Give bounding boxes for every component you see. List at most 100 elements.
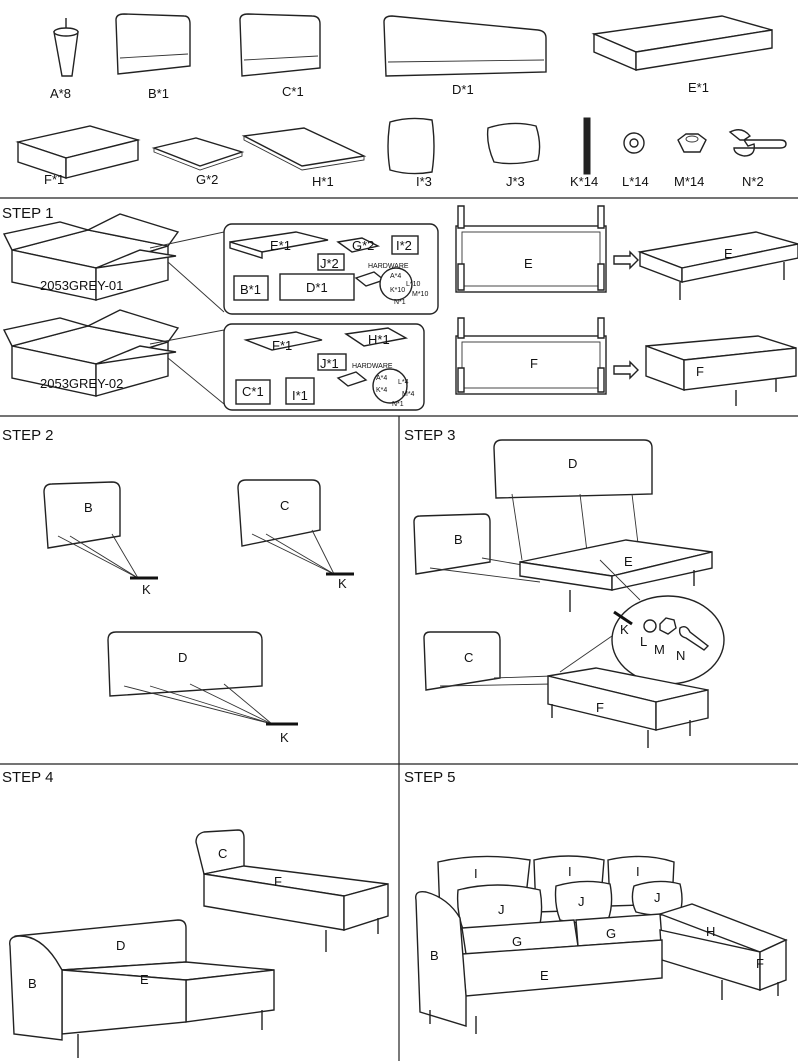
callout-m: M [654,642,665,657]
part-l-washer: L*14 [622,132,649,189]
part-d-back-panel: D*1 [383,15,547,97]
step5-i1-label: I [474,866,478,881]
step5-g2-label: G [606,926,616,941]
box1-d: D*1 [306,280,328,295]
arrow-right-icon [613,250,639,270]
box2-h: H*1 [368,332,390,347]
bolt-k-label-d: K [280,730,289,745]
panel-b-label: B [84,500,93,515]
part-i-back-pillow: I*3 [387,117,435,189]
box1-hw-a: A*4 [390,273,401,280]
step5-i2-label: I [568,864,572,879]
step5-chaise: H F [657,903,788,1000]
step5-g1-label: G [512,934,522,949]
part-a-leg: A*8 [50,18,79,101]
frame-e-underside: E [455,205,639,293]
part-f-chaise-base: F*1 [15,125,141,187]
step4-d-label: D [116,938,125,953]
step5-h-label: H [706,924,715,939]
step-4-title: STEP 4 [2,769,53,786]
box1-hw-m: M*10 [412,291,428,298]
carton-2-code: 2053GREY-02 [40,376,123,391]
step4-b-label: B [28,976,37,991]
callout-l: L [640,634,647,649]
part-b-back-panel: B*1 [115,13,191,101]
step4-chaise-with-c: C F [195,829,389,952]
step5-seat-cushions: G G [461,913,663,955]
part-l-label: L*14 [622,174,649,189]
part-n-label: N*2 [742,174,764,189]
part-e-seat-base: E*1 [591,15,773,95]
part-b-label: B*1 [148,86,169,101]
step5-i3-label: I [636,864,640,879]
step5-base: E B [415,890,663,1034]
box1-j: J*2 [320,256,339,271]
panel-b-with-bolts: B K [43,481,158,597]
box2-hw-a: A*4 [376,375,387,382]
step5-e-label: E [540,968,549,983]
box2-hardware: HARDWARE [352,363,393,370]
part-e-label: E*1 [688,80,709,95]
callout-n: N [676,648,685,663]
step-2-title: STEP 2 [2,427,53,444]
box2-c: C*1 [242,384,264,399]
part-n-wrench: N*2 [728,129,787,189]
step5-throw-pillows: J J J [456,880,683,937]
step5-f-label: F [756,956,764,971]
part-g-label: G*2 [196,172,218,187]
step3-base-f: F [547,667,709,748]
arrow-right-icon [613,360,639,380]
box1-hw-l: L*10 [406,281,421,288]
panel-c-with-bolts: C K [237,479,354,591]
box2-hw-l: L*4 [398,379,409,386]
assembled-base-f: F [645,335,797,406]
part-c-label: C*1 [282,84,304,99]
step5-j2-label: J [578,894,585,909]
carton-1: 2053GREY-01 E*1 G*2 I*2 J*2 B*1 D*1 HARD… [2,213,439,315]
step3-panel-d-label: D [568,456,577,471]
box1-hardware: HARDWARE [368,263,409,270]
step3-panel-d: D [493,439,653,561]
part-j-label: J*3 [506,174,525,189]
box2-f: F*1 [272,338,292,353]
box2-hw-m: M*4 [402,391,415,398]
step-1-title: STEP 1 [2,205,53,222]
step-5: STEP 5 I I I J J J G G [404,769,788,1034]
part-h-label: H*1 [312,174,334,189]
part-m-nut: M*14 [674,133,707,189]
panel-d-with-bolts: D K [107,631,298,745]
assembled-base-e: E [637,231,798,300]
frame-f-label: F [530,356,538,371]
step-4: STEP 4 C F D E B [2,769,389,1058]
part-k-bolt: K*14 [570,117,598,189]
step3-panel-b: B [413,513,541,583]
box2-i: I*1 [292,388,308,403]
step4-f-label: F [274,874,282,889]
carton-2: 2053GREY-02 F*1 H*1 J*1 C*1 I*1 HARDWARE… [2,309,425,411]
box2-j: J*1 [320,356,339,371]
step3-base-e-label: E [624,554,633,569]
step4-sofa-with-bde: D E B [9,919,275,1058]
box1-hw-k: K*10 [390,287,405,294]
box1-e: E*1 [270,238,291,253]
panel-d-label: D [178,650,187,665]
step3-panel-c-label: C [464,650,473,665]
panel-c-label: C [280,498,289,513]
step-5-title: STEP 5 [404,769,455,786]
base-e-label: E [724,246,733,261]
parts-list: A*8 B*1 C*1 D*1 E*1 [15,13,787,189]
box1-hw-n: N*1 [394,299,406,306]
step-3: STEP 3 D B E [404,427,725,748]
part-g-seat-cushion: G*2 [151,137,245,187]
step4-e-label: E [140,972,149,987]
step3-base-f-label: F [596,700,604,715]
step4-c-label: C [218,846,227,861]
box1-b: B*1 [240,282,261,297]
part-c-back-panel: C*1 [239,13,321,99]
box1-g: G*2 [352,238,374,253]
carton-1-code: 2053GREY-01 [40,278,123,293]
step-1: STEP 1 2053GREY-01 E*1 G*2 I*2 J*2 B*1 [2,205,798,411]
step5-j1-label: J [498,902,505,917]
frame-e-label: E [524,256,533,271]
